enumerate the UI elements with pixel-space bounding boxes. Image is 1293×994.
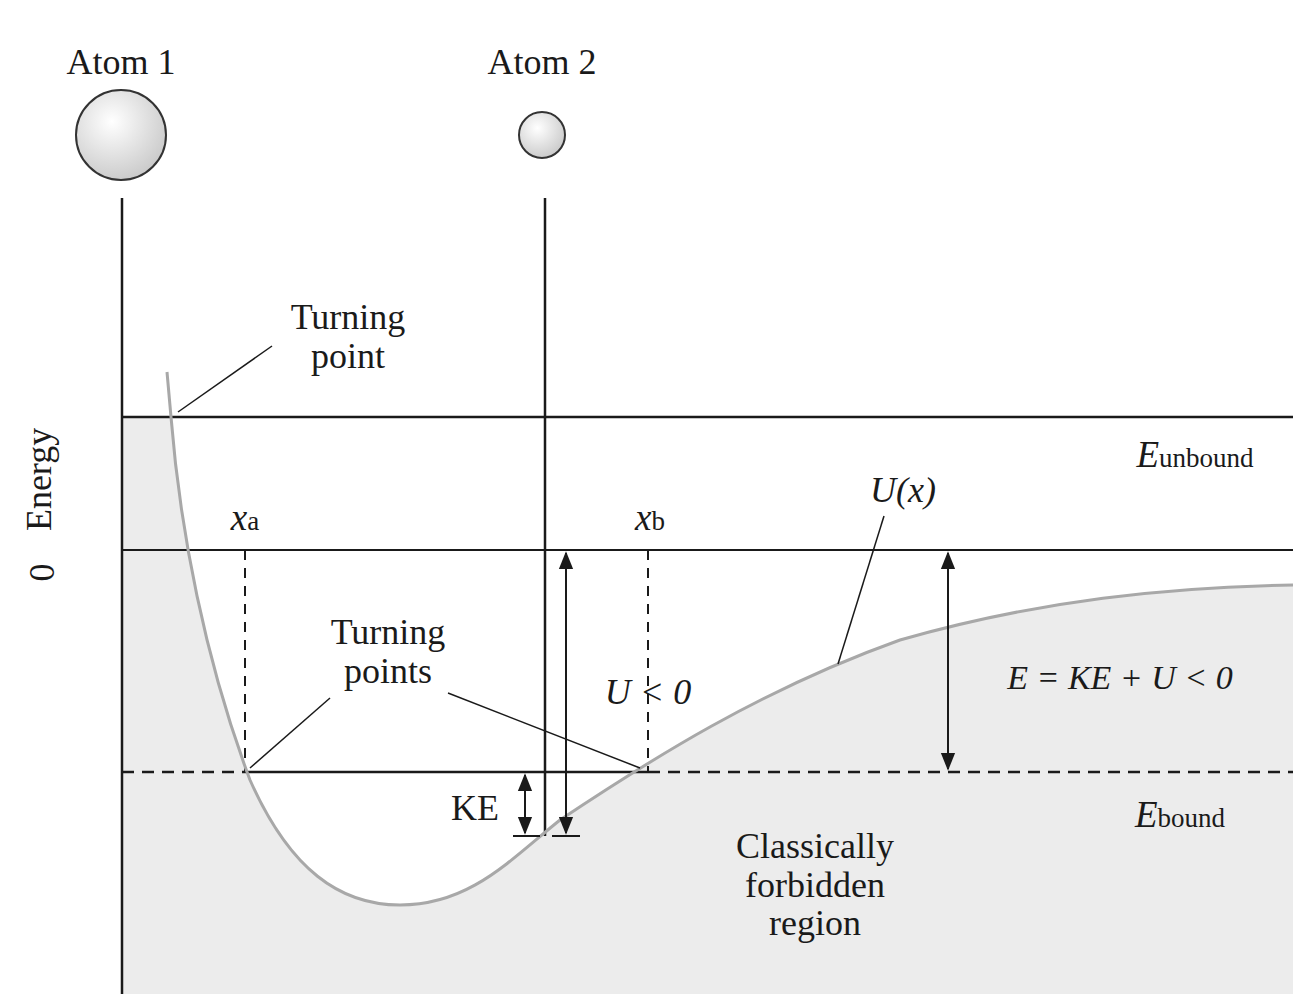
ke-tick (513, 835, 540, 837)
energy-label: E = KE + U < 0 (1007, 660, 1233, 697)
atom-label: Atom 1 (66, 41, 175, 83)
atom: Atom 1 (66, 41, 175, 182)
u-tick (552, 835, 580, 837)
potential-curve (167, 372, 1293, 905)
leader-line (838, 516, 884, 664)
axis-zero: 0 (23, 563, 62, 581)
e-arrow (947, 553, 949, 769)
position-label: xb (635, 498, 665, 538)
potential-label: U < 0 (605, 673, 691, 712)
turning-point-label: Turning point (253, 298, 443, 376)
turning-point-label: Turning points (303, 613, 473, 691)
xa-marker (244, 550, 246, 772)
forbidden-region (122, 417, 1293, 994)
zero-level (122, 549, 1293, 551)
level-label: Eunbound (1136, 435, 1253, 475)
bound-level (243, 771, 648, 774)
position-label: xa (231, 498, 259, 538)
bound-level-dashed (648, 771, 1293, 774)
kinetic-label: KE (451, 789, 499, 828)
region-label: Classically forbidden region (700, 827, 930, 944)
curve-label: U(x) (870, 471, 936, 510)
atom-circle (74, 88, 168, 182)
atom-label: Atom 2 (487, 41, 596, 83)
bound-level-dashed (122, 771, 243, 774)
energy-axis (121, 198, 124, 994)
ke-arrow (524, 775, 526, 833)
atom-circle (517, 110, 567, 160)
u-arrow (565, 553, 567, 833)
xb-marker (647, 550, 649, 772)
unbound-level (122, 416, 1293, 419)
leader-line (250, 698, 330, 768)
level-label: Ebound (1135, 795, 1225, 835)
atom: Atom 2 (487, 41, 596, 160)
axis-title: Energy (21, 428, 60, 531)
atom2-line (544, 198, 547, 836)
leader-line (178, 346, 272, 412)
